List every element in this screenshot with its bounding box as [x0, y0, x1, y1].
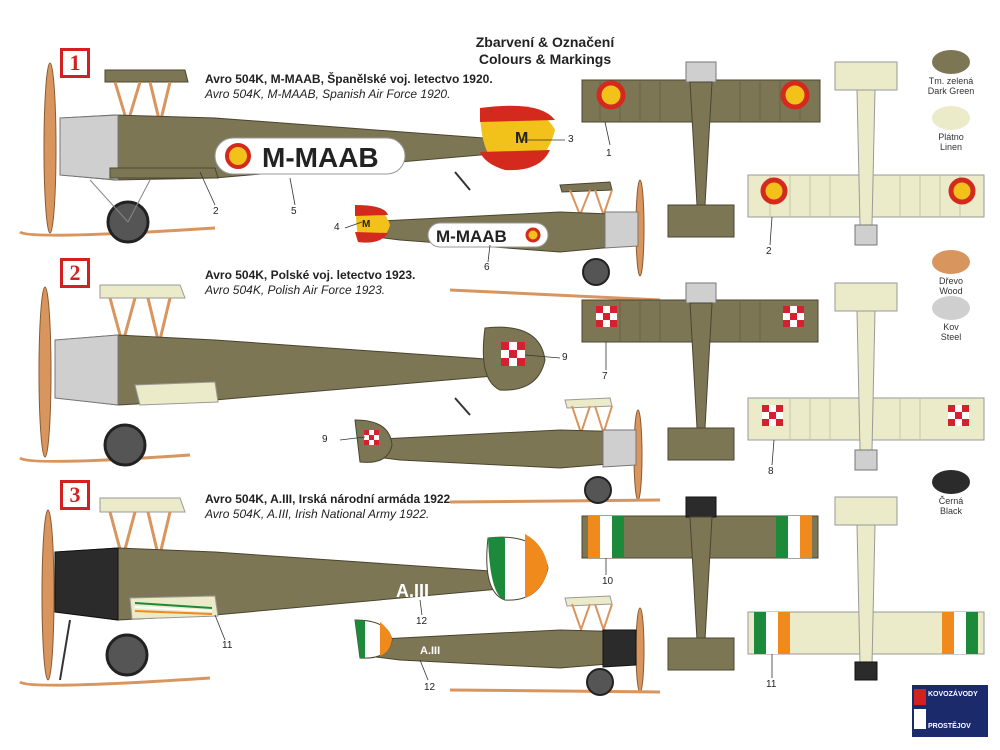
legend-wood-label: Dřevo Wood: [921, 276, 981, 296]
legend-steel-cz: Kov: [943, 322, 959, 332]
scheme-2-small-tail-checkerboard: [364, 430, 379, 445]
callout-10: 10: [602, 576, 614, 587]
logo-line-2: PROSTĚJOV: [928, 723, 971, 730]
scheme-2-top-checker-left: [596, 306, 617, 327]
scheme-2-badge: 2: [60, 258, 90, 288]
page-title: Zbarvení & Označení Colours & Markings: [440, 34, 650, 68]
callout-12-large: 12: [416, 616, 428, 627]
scheme-3-bottom-view: [747, 496, 985, 681]
swatch-dark-green: [932, 50, 970, 74]
scheme-2-title: Avro 504K, Polské voj. letectvo 1923. Av…: [205, 268, 415, 298]
legend-dark-green-cz: Tm. zelená: [928, 76, 974, 86]
scheme-3-title: Avro 504K, A.III, Irská národní armáda 1…: [205, 492, 454, 522]
scheme-1-left-profile: M-MAAB M: [19, 62, 555, 244]
swatch-steel: [932, 296, 970, 320]
scheme-2-title-en: Avro 504K, Polish Air Force 1923.: [205, 283, 386, 297]
swatch-wood: [932, 250, 970, 274]
legend-linen-cz: Plátno: [938, 132, 964, 142]
callout-9-small: 9: [322, 434, 328, 445]
legend-black-en: Black: [939, 506, 962, 516]
callout-8: 8: [768, 466, 774, 477]
scheme-3-top-tricolour-right: [776, 516, 812, 558]
scheme-3-top-view: [581, 496, 819, 671]
callout-3: 3: [568, 134, 574, 145]
scheme-3-bottom-tricolour-right: [942, 612, 978, 654]
legend-linen-label: Plátno Linen: [921, 132, 981, 152]
scheme-1-bottom-view: [747, 61, 985, 246]
scheme-2-right-profile: [354, 397, 661, 504]
scheme-2-left-profile: [19, 284, 546, 467]
scheme-3-left-profile: A.III: [19, 497, 549, 687]
scheme-3-bottom-tricolour-left: [754, 612, 790, 654]
title-czech: Zbarvení & Označení: [475, 34, 615, 50]
scheme-2-top-checker-right: [783, 306, 804, 327]
scheme-1-registration-small: M-MAAB: [436, 227, 507, 246]
legend-dark-green-en: Dark Green: [927, 86, 975, 96]
callout-2-bottom: 2: [766, 246, 772, 257]
scheme-2-bottom-checker-left: [762, 405, 783, 426]
scheme-3-serial-large: A.III: [396, 581, 429, 601]
scheme-1-title: Avro 504K, M-MAAB, Španělské voj. letect…: [205, 72, 493, 102]
scheme-1-title-cz: Avro 504K, M-MAAB, Španělské voj. letect…: [205, 72, 493, 86]
scheme-2-top-view: [581, 282, 819, 461]
scheme-3-badge: 3: [60, 480, 90, 510]
scheme-1-registration-large: M-MAAB: [262, 142, 379, 173]
scheme-1-top-view: [581, 61, 821, 238]
callout-11-side: 11: [222, 640, 233, 651]
callout-12-small: 12: [424, 682, 436, 693]
swatch-black: [932, 470, 970, 494]
legend-wood-en: Wood: [939, 286, 963, 296]
scheme-1-tail-letter: M: [515, 130, 528, 147]
scheme-1-title-en: Avro 504K, M-MAAB, Spanish Air Force 192…: [205, 87, 451, 101]
swatch-linen: [932, 106, 970, 130]
callout-2: 2: [213, 206, 219, 217]
legend-dark-green-label: Tm. zelená Dark Green: [921, 76, 981, 96]
scheme-1-badge: 1: [60, 48, 90, 78]
legend-linen-en: Linen: [939, 142, 963, 152]
kovozavody-logo: KOVOZÁVODY PROSTĚJOV: [912, 685, 988, 737]
scheme-3-stripe-side: [134, 602, 213, 615]
scheme-3-right-profile: A.III: [354, 595, 661, 696]
scheme-2-tail-checkerboard: [501, 342, 525, 366]
legend-black-cz: Černá: [938, 496, 964, 506]
scheme-1-small-tail-letter: M: [362, 219, 370, 230]
scheme-2-title-cz: Avro 504K, Polské voj. letectvo 1923.: [205, 268, 416, 282]
scheme-3-serial-small: A.III: [420, 645, 440, 657]
scheme-3-top-tricolour-left: [588, 516, 624, 558]
legend-steel-label: Kov Steel: [921, 322, 981, 342]
scheme-3-title-cz: Avro 504K, A.III, Irská národní armáda 1…: [205, 492, 454, 506]
title-english: Colours & Markings: [478, 51, 612, 67]
callout-9-large: 9: [562, 352, 568, 363]
callout-5: 5: [291, 206, 297, 217]
legend-black-label: Černá Black: [921, 496, 981, 516]
legend-wood-cz: Dřevo: [938, 276, 963, 286]
scheme-3-title-en: Avro 504K, A.III, Irish National Army 19…: [205, 507, 430, 521]
scheme-1-right-profile: M M-MAAB: [355, 179, 661, 302]
callout-4: 4: [334, 222, 340, 233]
callout-1: 1: [606, 148, 612, 159]
callout-11-bottom: 11: [766, 679, 777, 690]
scheme-2-bottom-checker-right: [948, 405, 969, 426]
scheme-2-bottom-view: [747, 282, 985, 471]
callout-7: 7: [602, 371, 608, 382]
logo-line-1: KOVOZÁVODY: [928, 691, 978, 698]
legend-steel-en: Steel: [940, 332, 962, 342]
logo-emblem-icon: [914, 689, 926, 729]
callout-6: 6: [484, 262, 490, 273]
